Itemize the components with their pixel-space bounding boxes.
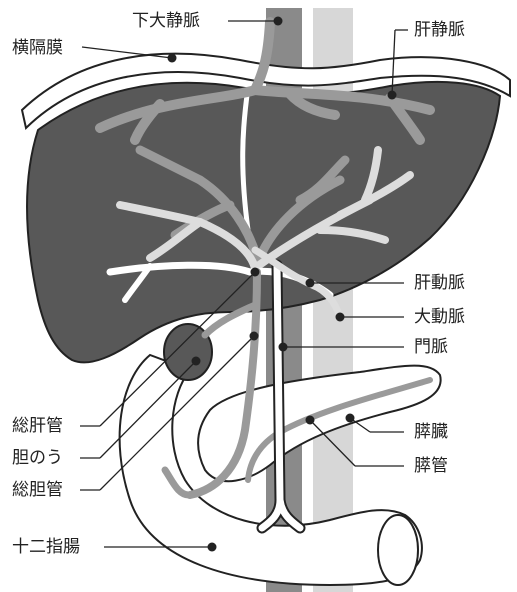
- label-common-bile-duct: 総胆管: [12, 480, 63, 500]
- label-hepatic-artery: 肝動脈: [414, 273, 465, 293]
- label-common-hepatic-duct: 総肝管: [12, 416, 63, 436]
- label-pancreas: 膵臓: [414, 422, 448, 442]
- label-aorta: 大動脈: [414, 307, 465, 327]
- label-pancreatic-duct: 膵管: [414, 456, 448, 476]
- label-inferior-vena-cava: 下大静脈: [132, 11, 200, 31]
- label-portal-vein: 門脈: [414, 337, 448, 357]
- label-hepatic-vein: 肝静脈: [414, 20, 465, 40]
- label-duodenum: 十二指腸: [12, 537, 80, 557]
- label-gallbladder: 胆のう: [12, 448, 63, 468]
- duodenum-end: [378, 515, 418, 585]
- label-diaphragm: 横隔膜: [12, 38, 63, 58]
